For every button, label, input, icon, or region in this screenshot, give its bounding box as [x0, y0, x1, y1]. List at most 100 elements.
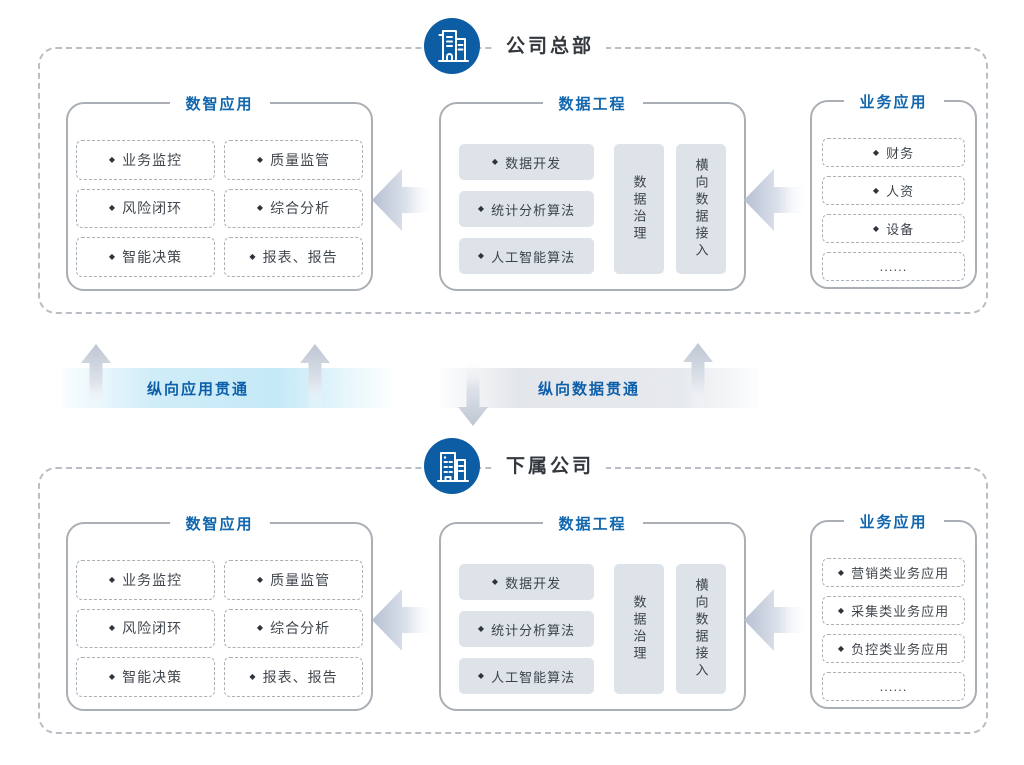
- list-item: ◆人工智能算法: [459, 658, 594, 694]
- item-label: 报表、报告: [262, 249, 338, 266]
- section-title-subsidiary: 下属公司: [494, 454, 607, 480]
- list-item: ◆ 综合分析: [224, 188, 363, 229]
- list-item: ◆数据开发: [459, 144, 594, 180]
- pillar-data-governance: 数据治理: [614, 144, 664, 274]
- list-item: ◆ 人工智能算法: [459, 238, 594, 274]
- arrow-left-icon: [372, 589, 436, 651]
- section-title-headquarters: 公司总部: [494, 34, 607, 60]
- section-headquarters: 数智应用 ◆业务监控 ◆ 质量监管 ◆ 风险闭环 ◆ 综合分析 ◆ 智能决策 ◆ 报表、报…: [38, 47, 988, 314]
- item-label: 设备: [886, 222, 915, 237]
- item-label: 质量监管: [270, 151, 331, 168]
- group-business-apps-sub: 业务应用 ◆ 营销类业务应用 ◆采集类业务应用 ◆ 负控类业务应用 ......: [810, 511, 977, 709]
- group-title: 业务应用: [843, 511, 944, 532]
- arrow-up-icon: [81, 344, 111, 412]
- group-title: 数据工程: [542, 513, 643, 534]
- band-label: 纵向数据贯通: [537, 380, 640, 398]
- list-item: ◆ 质量监管: [224, 140, 363, 180]
- list-item: ◆ 报表、报告: [224, 237, 363, 277]
- item-label: 风险闭环: [122, 620, 183, 637]
- item-label: 报表、报告: [262, 669, 338, 686]
- group-smart-apps-sub: 数智应用 ◆业务监控 ◆质量监管 ◆ 风险闭环 ◆ 综合分析 ◆ 智能决策 ◆ 报表、报…: [66, 513, 373, 711]
- subsidiary-building-icon: [424, 438, 480, 494]
- item-label: ......: [879, 679, 908, 694]
- list-item: ◆ 营销类业务应用: [822, 558, 965, 587]
- item-label: 负控类业务应用: [851, 642, 950, 657]
- group-business-apps-hq: 业务应用 ◆ 财务 ◆ 人资 ◆ 设备 ......: [810, 91, 977, 289]
- band-label: 纵向应用贯通: [146, 380, 249, 398]
- list-item: ◆ 财务: [822, 138, 965, 167]
- group-title: 业务应用: [843, 91, 944, 112]
- arrow-up-icon: [300, 344, 330, 412]
- list-item: ◆质量监管: [224, 560, 363, 600]
- pillar-data-governance: 数据治理: [614, 564, 664, 694]
- arrow-down-icon: [458, 358, 488, 426]
- data-eng-items: ◆数据开发 ◆统计分析算法 ◆ 人工智能算法: [459, 144, 594, 274]
- group-title: 数智应用: [169, 513, 270, 534]
- item-label: 统计分析算法: [491, 622, 576, 638]
- item-label: 人工智能算法: [491, 669, 576, 685]
- band-app-integration: 纵向应用贯通: [62, 368, 392, 408]
- diamond-bullet-icon: ◆: [249, 252, 257, 262]
- diamond-bullet-icon: ◆: [872, 147, 881, 157]
- section-subsidiary: 数智应用 ◆业务监控 ◆质量监管 ◆ 风险闭环 ◆ 综合分析 ◆ 智能决策 ◆ 报表、报…: [38, 467, 988, 734]
- list-item: ......: [822, 252, 965, 281]
- diamond-bullet-icon: ◆: [872, 185, 881, 195]
- arrow-up-icon: [683, 343, 713, 411]
- diamond-bullet-icon: ◆: [108, 252, 117, 262]
- headquarters-building-icon: [424, 18, 480, 74]
- item-label: 风险闭环: [122, 200, 183, 217]
- list-item: ◆ 统计分析算法: [459, 611, 594, 647]
- biz-apps-list: ◆ 财务 ◆ 人资 ◆ 设备 ......: [822, 138, 965, 281]
- pillar-horizontal-data-access: 横向数据接入: [676, 564, 726, 694]
- list-item: ◆ 风险闭环: [76, 608, 215, 649]
- diamond-bullet-icon: ◆: [108, 623, 117, 633]
- list-item: ◆ 报表、报告: [224, 657, 363, 697]
- arrow-left-icon: [372, 169, 436, 231]
- list-item: ◆ 人资: [822, 176, 965, 205]
- list-item: ◆采集类业务应用: [822, 596, 965, 625]
- group-title: 数据工程: [542, 93, 643, 114]
- diamond-bullet-icon: ◆: [108, 574, 117, 584]
- group-smart-apps-hq: 数智应用 ◆业务监控 ◆ 质量监管 ◆ 风险闭环 ◆ 综合分析 ◆ 智能决策 ◆ 报表、报…: [66, 93, 373, 291]
- group-data-engineering-hq: 数据工程 ◆数据开发 ◆统计分析算法 ◆ 人工智能算法 数据治理 横向数据接入: [439, 93, 746, 291]
- diamond-bullet-icon: ◆: [256, 203, 265, 213]
- group-title: 数智应用: [169, 93, 270, 114]
- item-label: 统计分析算法: [491, 202, 576, 218]
- band-data-integration: 纵向数据贯通: [440, 368, 758, 408]
- diamond-bullet-icon: ◆: [108, 672, 117, 682]
- list-item: ◆业务监控: [76, 140, 215, 180]
- diamond-bullet-icon: ◆: [837, 643, 846, 653]
- list-item: ◆ 综合分析: [224, 608, 363, 649]
- pillar-horizontal-data-access: 横向数据接入: [676, 144, 726, 274]
- item-label: 智能决策: [122, 249, 183, 266]
- list-item: ◆数据开发: [459, 564, 594, 600]
- list-item: ◆统计分析算法: [459, 191, 594, 227]
- item-label: 人资: [886, 184, 915, 199]
- group-data-engineering-sub: 数据工程 ◆数据开发 ◆ 统计分析算法 ◆人工智能算法 数据治理 横向数据接入: [439, 513, 746, 711]
- item-label: 财务: [886, 146, 915, 161]
- item-label: ......: [879, 259, 908, 274]
- diamond-bullet-icon: ◆: [872, 223, 881, 233]
- diamond-bullet-icon: ◆: [837, 567, 846, 577]
- list-item: ◆业务监控: [76, 560, 215, 600]
- smart-apps-grid: ◆业务监控 ◆ 质量监管 ◆ 风险闭环 ◆ 综合分析 ◆ 智能决策 ◆ 报表、报告: [76, 140, 363, 277]
- list-item: ◆ 智能决策: [76, 237, 215, 277]
- arrow-left-icon: [744, 589, 808, 651]
- diamond-bullet-icon: ◆: [256, 154, 265, 164]
- list-item: ◆ 负控类业务应用: [822, 634, 965, 663]
- item-label: 智能决策: [122, 669, 183, 686]
- item-label: 采集类业务应用: [851, 604, 950, 619]
- item-label: 营销类业务应用: [851, 566, 950, 581]
- item-label: 综合分析: [270, 200, 331, 217]
- diamond-bullet-icon: ◆: [477, 251, 486, 260]
- diamond-bullet-icon: ◆: [249, 672, 257, 682]
- item-label: 人工智能算法: [491, 249, 576, 265]
- diamond-bullet-icon: ◆: [108, 203, 117, 213]
- diamond-bullet-icon: ◆: [477, 624, 486, 633]
- arrow-left-icon: [744, 169, 808, 231]
- data-eng-items: ◆数据开发 ◆ 统计分析算法 ◆人工智能算法: [459, 564, 594, 694]
- diamond-bullet-icon: ◆: [256, 623, 265, 633]
- diamond-bullet-icon: ◆: [256, 574, 265, 584]
- item-label: 综合分析: [270, 620, 331, 637]
- item-label: 数据开发: [505, 155, 562, 171]
